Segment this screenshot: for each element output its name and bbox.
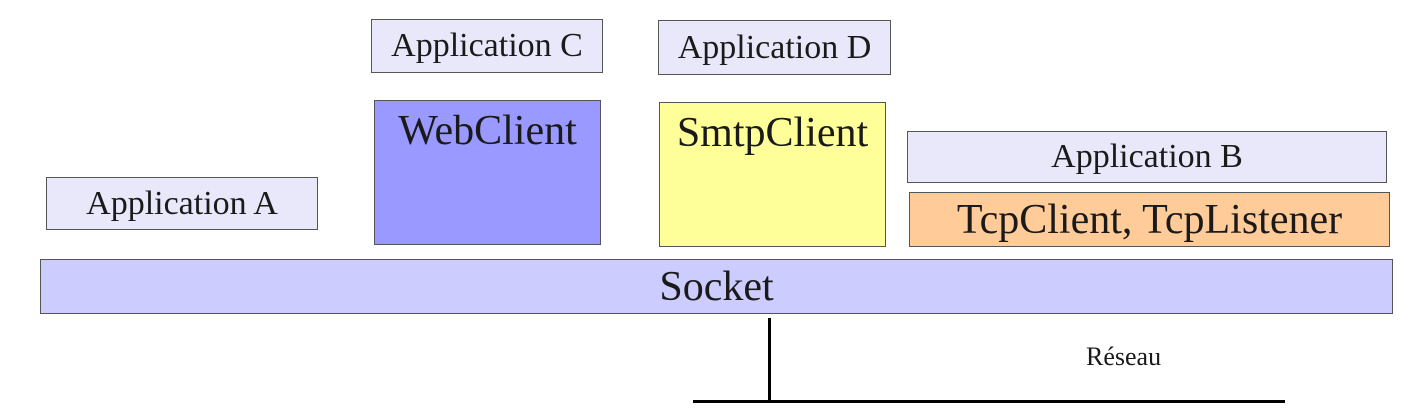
smtpclient-label: SmtpClient (676, 110, 869, 156)
network-connector-line (768, 318, 771, 401)
application-d-box: Application D (658, 20, 891, 75)
application-c-box: Application C (371, 19, 603, 73)
socket-box: Socket (40, 259, 1393, 314)
webclient-box: WebClient (374, 100, 601, 245)
application-b-box: Application B (907, 131, 1387, 183)
application-b-label: Application B (1051, 138, 1243, 175)
application-a-box: Application A (46, 177, 318, 230)
tcpclient-tcplistener-box: TcpClient, TcpListener (909, 192, 1390, 247)
application-c-label: Application C (391, 27, 583, 64)
application-d-label: Application D (677, 28, 872, 66)
socket-label: Socket (659, 263, 774, 310)
network-line (693, 400, 1285, 403)
application-a-label: Application A (86, 184, 278, 222)
webclient-label: WebClient (398, 108, 577, 154)
tcpclient-tcplistener-label: TcpClient, TcpListener (956, 196, 1343, 243)
smtpclient-box: SmtpClient (659, 102, 886, 247)
network-label: Réseau (1086, 342, 1162, 371)
